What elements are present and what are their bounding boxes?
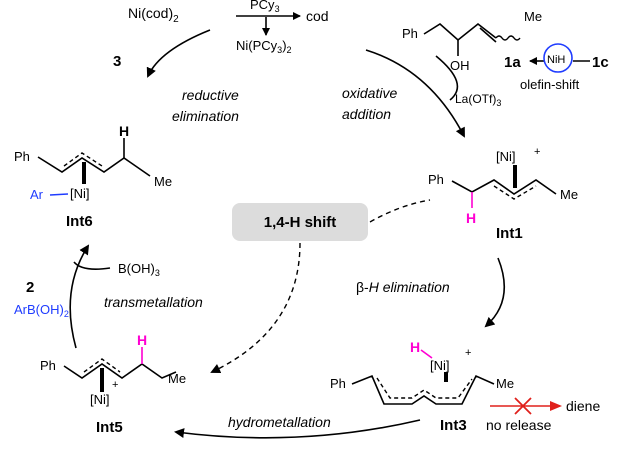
svg-text:PCy3: PCy3 — [250, 0, 280, 14]
label-1c: 1c — [592, 54, 609, 71]
nih-catalyst-circle — [543, 43, 573, 73]
h-shift-label: 1,4-H shift — [264, 214, 337, 231]
hydrometallation-arrow — [174, 419, 421, 439]
int6-ar: Ar — [30, 187, 44, 202]
olefin-shift-label: olefin-shift — [520, 77, 580, 92]
int5-me: Me — [168, 371, 186, 386]
svg-text:B(OH)3: B(OH)3 — [118, 261, 160, 278]
wavy-bond — [495, 35, 521, 41]
compound-3-label: 3 — [113, 53, 121, 70]
h-shift-box — [232, 203, 368, 241]
int3-structure: H [Ni] + Ph Me Int3 — [330, 339, 514, 434]
substrate-entry-curve — [435, 55, 459, 101]
transmetallation-label: transmetallation — [104, 294, 203, 310]
label-1a: 1a — [504, 54, 521, 71]
int5-ph: Ph — [40, 358, 56, 373]
boh3-label: B(OH) — [118, 261, 155, 276]
int5-ni: [Ni] — [90, 392, 110, 407]
int1-h: H — [466, 210, 476, 226]
int1-me: Me — [560, 187, 578, 202]
int5-label: Int5 — [96, 419, 123, 436]
no-release-label: no release — [486, 417, 552, 433]
svg-text:β-H elimination: β-H elimination — [356, 279, 450, 295]
int3-plus: + — [465, 347, 471, 359]
ni-pcy3-2-label: Ni(PCy — [236, 38, 278, 53]
int5-plus: + — [112, 379, 118, 391]
int1-label: Int1 — [496, 225, 523, 242]
int6-ph: Ph — [14, 149, 30, 164]
boh3-release-curve — [73, 261, 111, 270]
int1-ph: Ph — [428, 172, 444, 187]
svg-text:ArB(OH)2: ArB(OH)2 — [14, 302, 69, 319]
cod-label: cod — [306, 8, 329, 24]
oxidative-addition-arrow — [365, 49, 465, 138]
substrate-me: Me — [524, 9, 542, 24]
int1-plus: + — [534, 146, 540, 158]
arboh2-label: ArB(OH) — [14, 302, 64, 317]
reductive-label-1: reductive — [182, 87, 239, 103]
int3-ph: Ph — [330, 376, 346, 391]
substrate-1a: Ph Me OH 1a 1c NiH olefin-shift — [402, 9, 609, 92]
svg-text:Ni(PCy3)2: Ni(PCy3)2 — [236, 38, 292, 55]
beta-h-elimination-arrow — [484, 257, 506, 328]
h-shift-connector — [369, 199, 431, 223]
int6-ni: [Ni] — [70, 186, 90, 201]
int6-structure: Ph H Me [Ni] Ar Int6 — [14, 123, 172, 230]
int3-ni: [Ni] — [430, 358, 450, 373]
hydrometallation-label: hydrometallation — [228, 414, 331, 430]
nih-label: NiH — [547, 54, 565, 66]
int3-h: H — [410, 339, 420, 355]
oxidative-label-1: oxidative — [342, 85, 397, 101]
substrate-ph: Ph — [402, 26, 418, 41]
h-shift-arrow — [210, 242, 301, 374]
beta-h-label: H elimination — [369, 279, 450, 295]
int1-structure: [Ni] + Ph H Me Int1 — [428, 146, 578, 242]
transmetallation-arrow — [69, 244, 90, 349]
la-otf-label: La(OTf) — [455, 92, 496, 106]
no-release-cross — [514, 397, 532, 415]
ni-cod2-label: Ni(cod) — [128, 5, 173, 21]
int5-structure: Ph + [Ni] H Me Int5 — [40, 332, 186, 436]
int5-h: H — [137, 332, 147, 348]
svg-text:La(OTf)3: La(OTf)3 — [455, 92, 501, 108]
catalyst-activation: Ni(cod)2 PCy3 cod Ni(PCy3)2 — [128, 0, 329, 55]
substrate-oh: OH — [450, 58, 470, 73]
compound-2-label: 2 — [26, 279, 34, 296]
int3-me: Me — [496, 376, 514, 391]
int6-label: Int6 — [66, 213, 93, 230]
int3-label: Int3 — [440, 417, 467, 434]
reductive-label-2: elimination — [172, 108, 239, 124]
int6-me: Me — [154, 174, 172, 189]
pcy3-label: PCy — [250, 0, 275, 12]
diene-label: diene — [566, 398, 600, 414]
reductive-elimination-arrow — [146, 29, 211, 78]
svg-text:Ni(cod)2: Ni(cod)2 — [128, 5, 179, 25]
int6-h: H — [119, 123, 129, 139]
oxidative-label-2: addition — [342, 106, 391, 122]
int1-ni: [Ni] — [496, 149, 516, 164]
beta-h-symbol: β- — [356, 279, 369, 295]
